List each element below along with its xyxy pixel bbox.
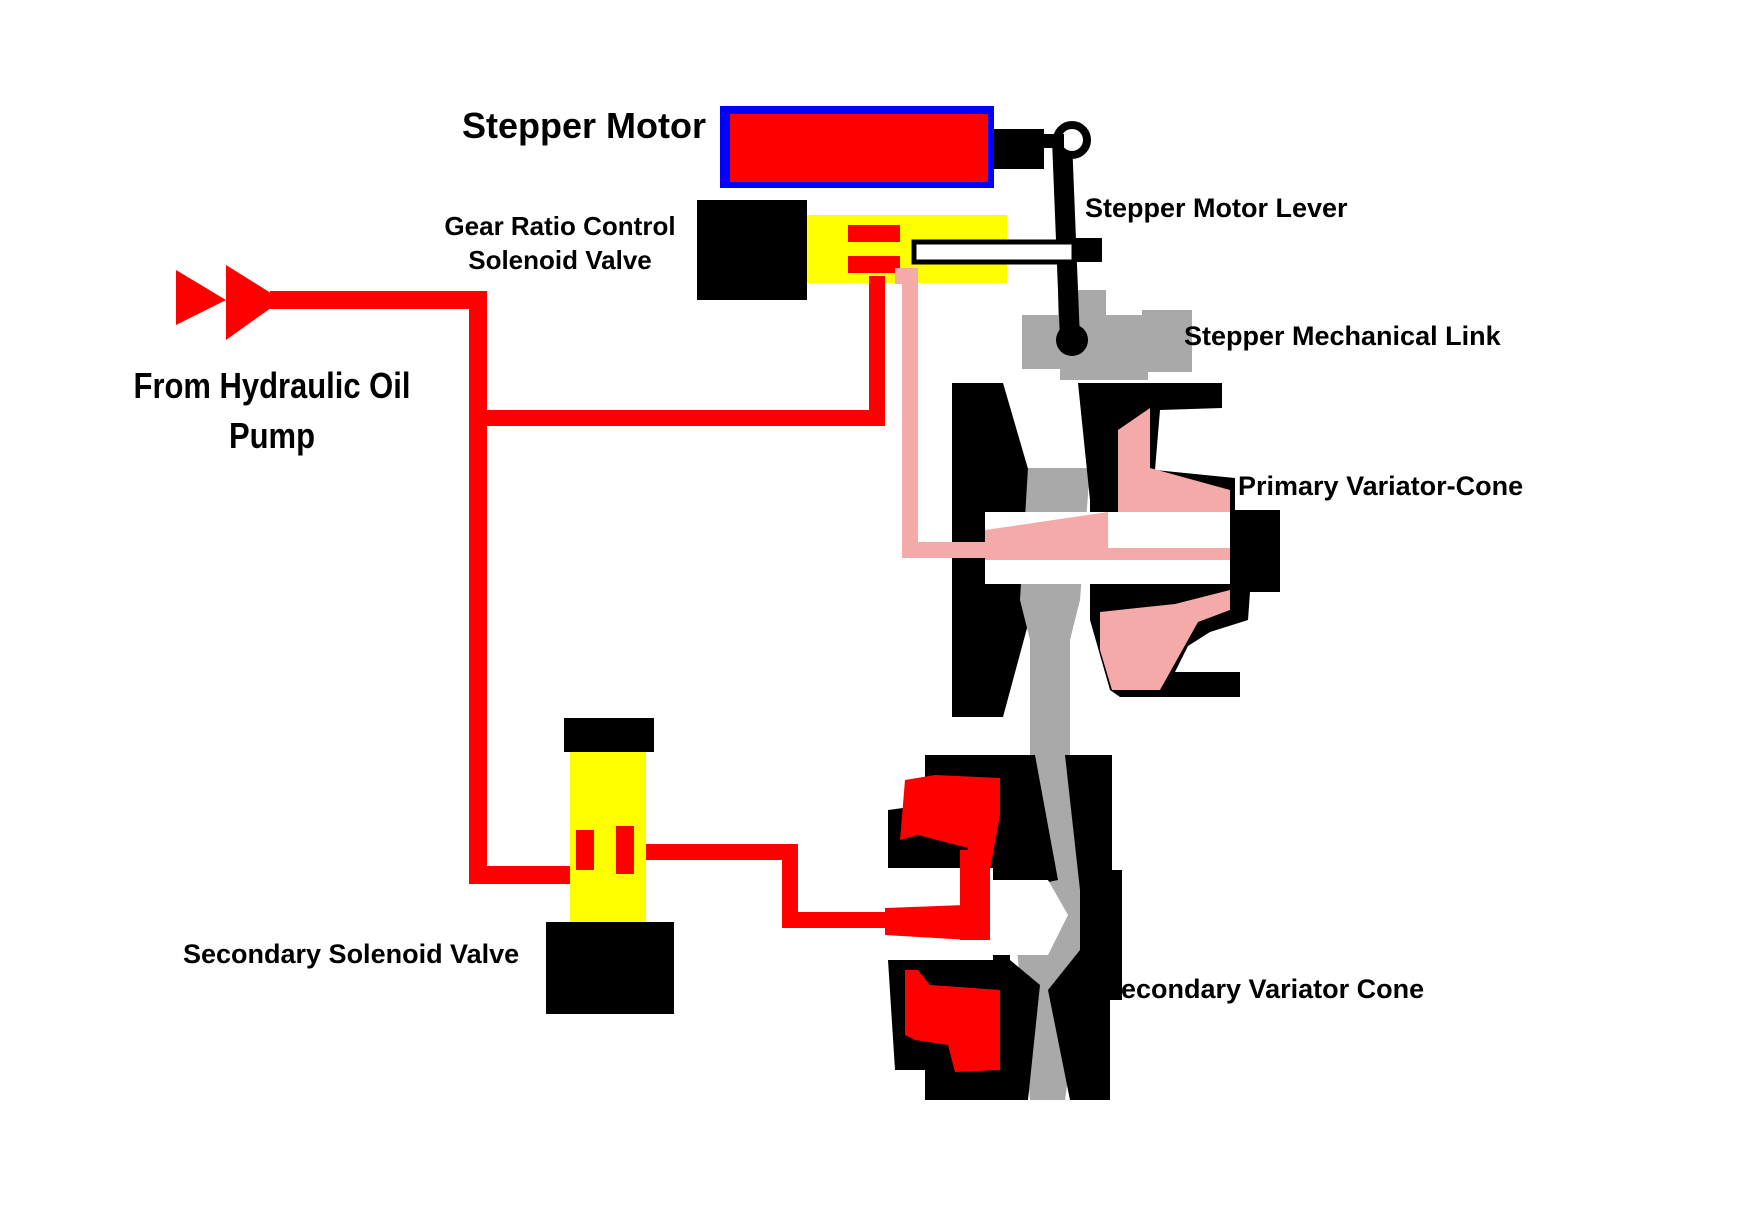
gear-ratio-spool-land-upper [848, 225, 900, 242]
flow-arrowhead-2 [226, 265, 282, 340]
secondary-shaft-tip [993, 880, 1068, 955]
secondary-solenoid [546, 922, 674, 1014]
stepper-motor-shaft [1044, 134, 1064, 148]
hydraulic-flow-arrow [176, 265, 282, 340]
diagram-labels: Stepper Motor Gear Ratio Control Solenoi… [134, 105, 1524, 1004]
stepper-motor-body [730, 114, 988, 182]
primary-pressure-line [895, 268, 985, 558]
primary-oil-chamber-upper [1118, 408, 1230, 515]
secondary-solenoid-valve [546, 718, 674, 1014]
lever-lower-pivot [1056, 324, 1088, 356]
primary-oil-chamber-lower [1100, 590, 1230, 690]
stepper-motor [720, 106, 1064, 188]
secondary-valve-top-cap [564, 718, 654, 752]
secondary-oil-chamber-upper [900, 775, 1000, 870]
label-from-pump-line2: Pump [229, 417, 315, 457]
secondary-shaft-oil-passage [885, 905, 970, 940]
label-stepper-motor-lever: Stepper Motor Lever [1085, 193, 1348, 223]
gear-ratio-feed-line [478, 276, 885, 426]
label-primary-variator-cone: Primary Variator-Cone [1238, 471, 1523, 501]
secondary-variator-cone [885, 755, 1122, 1100]
mechanical-link-lower-block [1060, 360, 1148, 380]
label-from-pump-line1: From Hydraulic Oil [134, 367, 411, 407]
primary-shaft-oil-passage [985, 512, 1230, 560]
flow-arrowhead-1 [176, 270, 226, 325]
gear-ratio-spool-land-lower [848, 256, 900, 273]
secondary-chamber-link [960, 850, 990, 940]
secondary-valve-spool-right [616, 826, 634, 874]
secondary-valve-spool-left [576, 830, 594, 870]
label-secondary-variator-cone: Secondary Variator Cone [1103, 974, 1424, 1004]
label-stepper-motor: Stepper Motor [462, 105, 706, 146]
secondary-pressure-line [628, 844, 885, 928]
mechanical-link-right-block [1142, 310, 1192, 372]
label-gear-ratio-line1: Gear Ratio Control [444, 211, 675, 241]
label-stepper-mechanical-link: Stepper Mechanical Link [1184, 321, 1502, 351]
pump-supply-line [270, 291, 580, 884]
gear-ratio-solenoid [697, 200, 807, 300]
hydraulic-oil-lines [270, 268, 985, 928]
secondary-oil-chamber-lower [905, 970, 1000, 1072]
primary-variator-cone [952, 383, 1280, 765]
secondary-fixed-sheave [1048, 755, 1122, 1100]
gear-ratio-control-solenoid-valve [697, 200, 1077, 300]
gear-ratio-valve-rod [911, 239, 1077, 265]
stepper-mechanical-link [1022, 290, 1192, 380]
label-secondary-solenoid-valve: Secondary Solenoid Valve [183, 939, 519, 969]
stepper-motor-coupling [994, 129, 1044, 169]
label-gear-ratio-line2: Solenoid Valve [468, 245, 652, 275]
